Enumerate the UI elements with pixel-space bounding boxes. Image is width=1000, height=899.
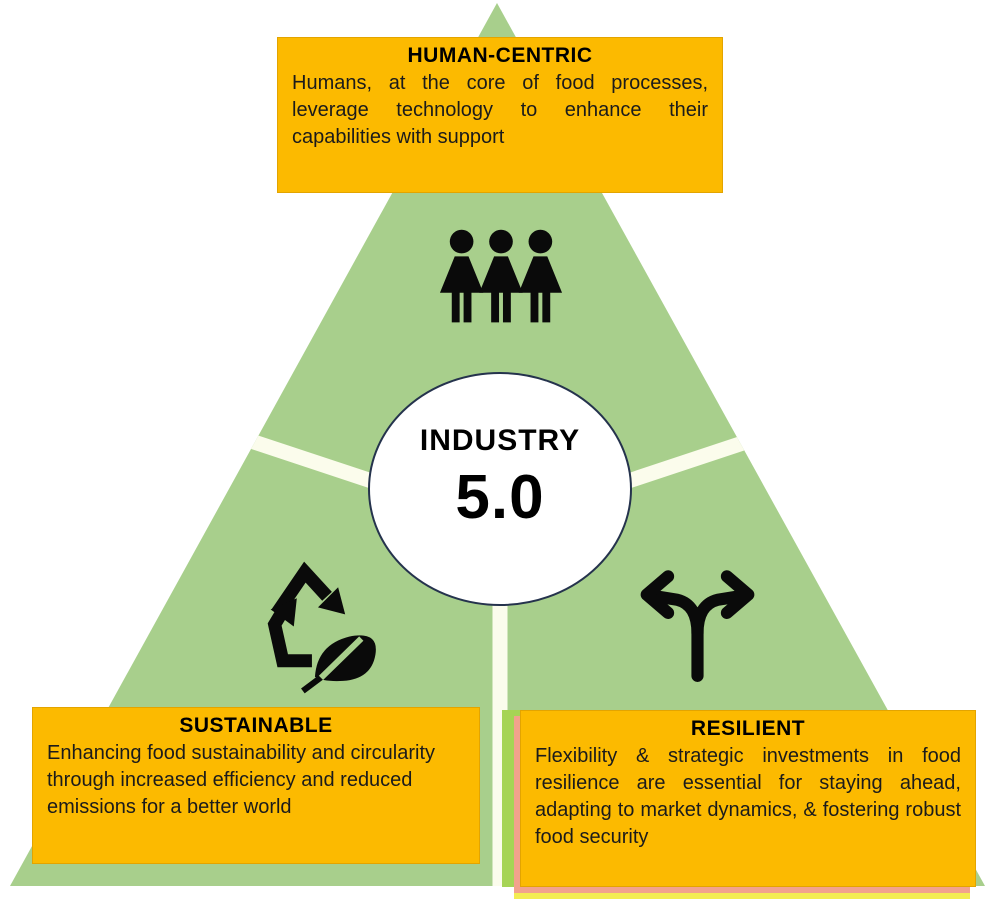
center-circle-label: INDUSTRY 5.0 [369, 424, 631, 554]
sustainable-body: Enhancing food sustainability and circul… [47, 742, 435, 818]
industry-text: INDUSTRY [419, 424, 581, 457]
human-centric-callout: HUMAN-CENTRIC Humans, at the core of foo… [277, 37, 723, 193]
sustainable-title: SUSTAINABLE [179, 714, 333, 737]
branching-arrows-icon [640, 570, 755, 682]
resilient-callout: RESILIENT Flexibility & strategic invest… [520, 710, 976, 887]
center-circle [368, 372, 632, 606]
human-centric-title: HUMAN-CENTRIC [407, 44, 593, 67]
people-group-icon [439, 229, 563, 323]
recycle-leaf-icon [267, 561, 376, 694]
industry-version-text: 5.0 [455, 463, 545, 532]
resilient-body: Flexibility & strategic investments in f… [535, 745, 961, 848]
human-centric-body: Humans, at the core of food processes, l… [292, 72, 708, 148]
sustainable-callout: SUSTAINABLE Enhancing food sustainabilit… [32, 707, 480, 864]
resilient-title: RESILIENT [690, 717, 806, 740]
